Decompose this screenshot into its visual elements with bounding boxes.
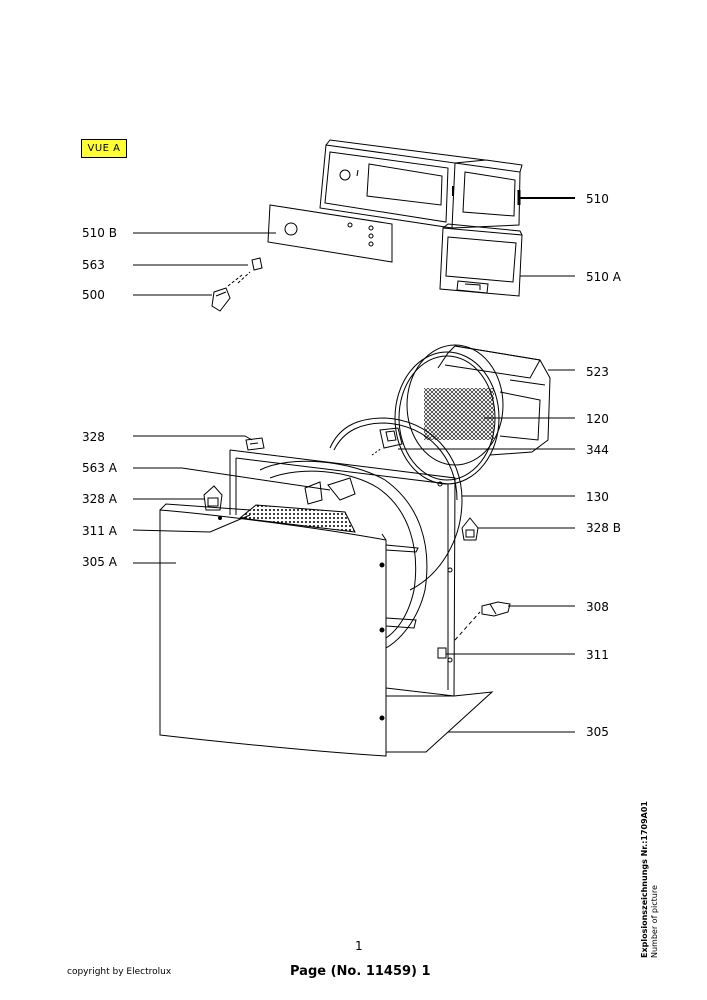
plate-305 [385, 688, 494, 753]
filter-311a [238, 504, 356, 533]
label-510a: 510 A [586, 270, 621, 284]
number-of-picture: Number of picture [650, 885, 659, 958]
label-328a: 328 A [82, 492, 117, 506]
control-panel-510 [319, 139, 523, 229]
label-563: 563 [82, 258, 105, 272]
drawing-id: Explosionszeichnungs Nr.:1709A01 [640, 801, 649, 958]
label-500: 500 [82, 288, 105, 302]
page-number: 1 [355, 939, 363, 953]
hinge-328a [203, 485, 223, 511]
view-tag: VUE A [81, 139, 127, 158]
door-305a [159, 503, 387, 757]
front-frame [229, 449, 456, 697]
drum-523 [406, 344, 551, 466]
page-reference: Page (No. 11459) 1 [290, 964, 431, 979]
label-328b: 328 B [586, 521, 621, 535]
knob-500 [211, 274, 243, 312]
label-308: 308 [586, 600, 609, 614]
leader-lines [132, 197, 575, 733]
label-328: 328 [82, 430, 105, 444]
seal-130 [329, 417, 463, 591]
label-130: 130 [586, 490, 609, 504]
bracket-308 [454, 601, 511, 641]
label-120: 120 [586, 412, 609, 426]
label-510b: 510 B [82, 226, 117, 240]
label-563a: 563 A [82, 461, 117, 475]
label-305: 305 [586, 725, 609, 739]
drawing-id-block: Explosionszeichnungs Nr.:1709A01 Number … [640, 801, 660, 958]
latch-344 [371, 427, 403, 456]
label-344: 344 [586, 443, 609, 457]
panel-510b [267, 204, 393, 263]
hinge-328b [461, 517, 479, 541]
hinge-328 [245, 437, 265, 451]
part-563 [237, 257, 263, 284]
label-311: 311 [586, 648, 609, 662]
copyright-text: copyright by Electrolux [67, 967, 172, 977]
module-510a [439, 223, 523, 297]
label-523: 523 [586, 365, 609, 379]
label-510: 510 [586, 192, 609, 206]
label-311a: 311 A [82, 524, 117, 538]
label-305a: 305 A [82, 555, 117, 569]
